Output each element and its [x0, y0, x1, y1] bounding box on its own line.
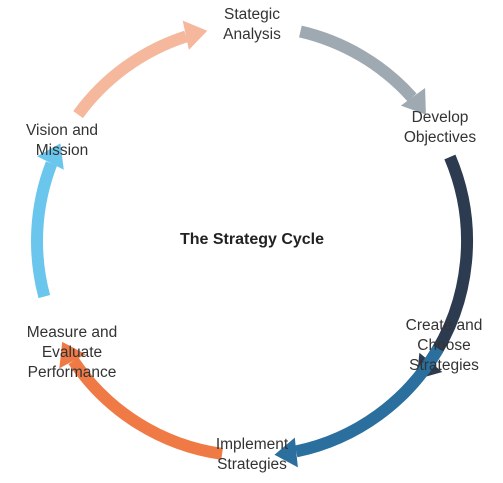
cycle-arrow-shaft: [299, 25, 417, 102]
cycle-arrow-head: [274, 437, 298, 468]
diagram-title: The Strategy Cycle: [179, 231, 325, 248]
node-label-line: Mission: [35, 142, 89, 159]
cycle-arrow-head: [182, 20, 208, 50]
node-label-line: Performance: [27, 364, 117, 381]
node-develop-objectives: Develop Objectives: [404, 108, 476, 148]
cycle-arrow: [274, 345, 444, 468]
node-create-choose-strategies: Create and Choose Strategies: [406, 316, 483, 376]
node-label-line: Analysis: [223, 26, 281, 43]
node-vision-mission: Vision and Mission: [26, 121, 98, 161]
node-label-line: Strategies: [409, 357, 479, 374]
node-measure-evaluate-performance: Measure and Evaluate Performance: [27, 323, 117, 383]
node-strategic-analysis: Stategic Analysis: [223, 5, 281, 45]
cycle-arrow: [31, 143, 64, 299]
cycle-arrow-head: [400, 88, 426, 115]
cycle-arrow-shaft: [31, 161, 58, 299]
node-label-line: Implement: [215, 436, 289, 453]
cycle-arrow: [59, 341, 223, 460]
cycle-arrow-shaft: [294, 345, 444, 458]
node-label-line: Measure and: [26, 324, 118, 341]
cycle-arrow: [299, 25, 426, 115]
cycle-arrow-head: [37, 143, 64, 170]
cycle-arrow-head: [59, 341, 86, 369]
node-label-line: Objectives: [403, 129, 477, 146]
node-label-line: Stategic: [223, 6, 280, 23]
node-label-line: Evaluate: [41, 344, 103, 361]
node-label-line: Choose: [417, 337, 471, 354]
node-label-line: Strategies: [217, 456, 287, 473]
cycle-arrow: [73, 20, 208, 119]
node-implement-strategies: Implement Strategies: [216, 435, 288, 475]
cycle-arrow-shaft: [73, 30, 188, 119]
cycle-arrow-shaft: [68, 357, 223, 460]
cycle-arrow-shaft: [425, 154, 474, 366]
node-label-line: Develop: [411, 109, 469, 126]
node-label-line: Vision and: [25, 122, 99, 139]
node-label-line: Create and: [405, 317, 483, 334]
